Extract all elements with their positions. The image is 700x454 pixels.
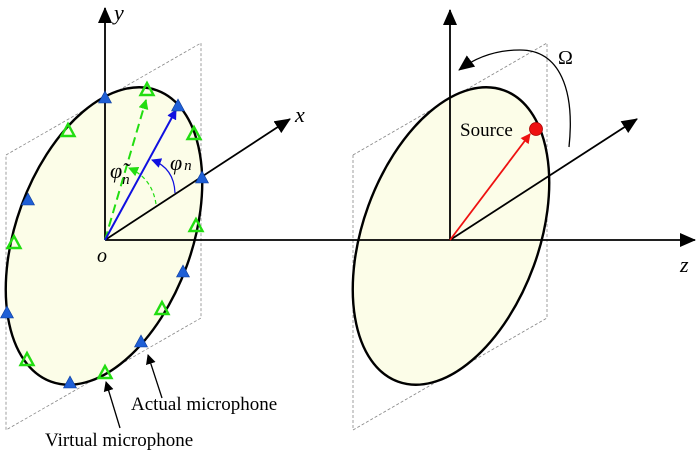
left-array-plane: [4, 42, 204, 431]
source-dot: [529, 122, 543, 136]
right-array-plane: [351, 42, 551, 431]
actual-microphone-marker: [62, 375, 78, 389]
virtual-mic-pointer: [103, 381, 121, 429]
right-disc: [351, 86, 551, 386]
virtual-microphone-marker: [96, 363, 114, 380]
virtual-microphones: [5, 80, 205, 380]
x-axis-right: [449, 118, 638, 241]
virtual-microphone-marker: [18, 350, 36, 367]
virtual-microphone-marker: [59, 121, 77, 138]
virtual-microphone-marker: [153, 299, 171, 316]
x-axis-label: x: [294, 102, 305, 127]
actual-microphone-marker: [175, 264, 191, 278]
omega-label: Ω: [558, 47, 573, 69]
actual-microphone-marker: [97, 90, 113, 104]
actual-mic-vector: [104, 109, 177, 241]
source-vector: [449, 133, 531, 241]
actual-microphone-marker: [170, 98, 186, 112]
phi-angle-arc: [151, 158, 176, 194]
rotation-arrow: [458, 49, 571, 148]
y-axis-label: y: [112, 0, 124, 25]
actual-microphone-label: Actual microphone: [131, 394, 277, 415]
virtual-microphone-marker: [187, 216, 205, 233]
actual-microphone-marker: [20, 192, 36, 206]
actual-microphone-marker: [133, 334, 149, 348]
phi-tilde-angle-arc: [128, 167, 157, 205]
left-disc: [4, 86, 204, 386]
virtual-microphone-marker: [5, 233, 23, 250]
z-axis-label: z: [679, 252, 689, 277]
virtual-microphone-marker: [138, 80, 156, 97]
source-label: Source: [460, 120, 513, 141]
virtual-microphone-marker: [185, 124, 203, 141]
virtual-mic-vector: [104, 99, 149, 241]
actual-mic-pointer: [146, 354, 163, 399]
actual-microphones: [0, 90, 210, 389]
virtual-microphone-label: Virtual microphone: [45, 430, 193, 451]
actual-microphone-marker: [0, 305, 15, 319]
actual-microphone-marker: [194, 170, 210, 184]
origin-label: o: [97, 245, 107, 267]
